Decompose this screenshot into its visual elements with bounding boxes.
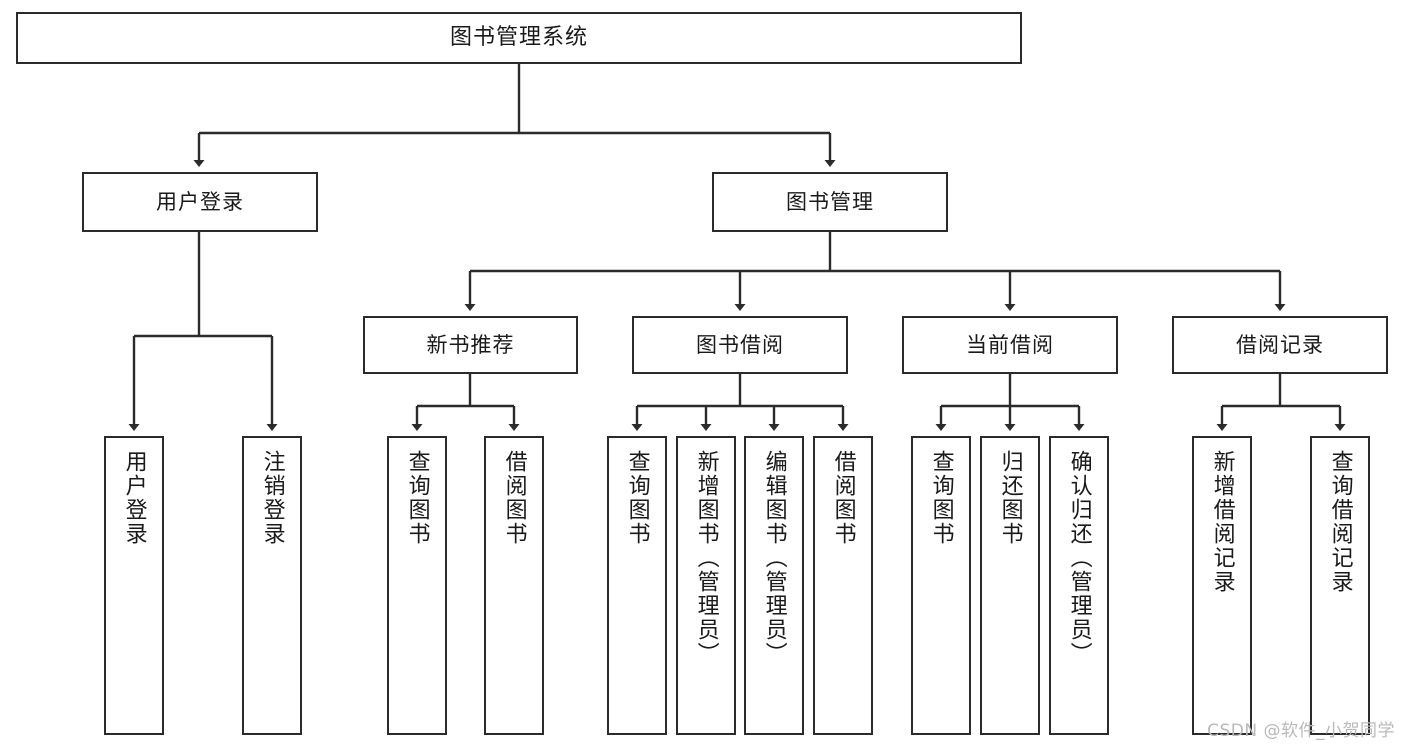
node-label: 注销登录 <box>259 450 285 546</box>
node-label: 确认归还（管理员） <box>1066 450 1092 666</box>
leaf-borrow-records-add[interactable]: 新增借阅记录 <box>1192 436 1252 735</box>
node-label: 图书借阅 <box>696 332 784 357</box>
node-label: 借阅图书 <box>501 450 527 546</box>
node-new-book-recommend[interactable]: 新书推荐 <box>363 316 578 374</box>
node-label: 图书管理 <box>786 189 874 214</box>
node-label: 查询图书 <box>404 450 430 546</box>
leaf-current-borrow-return[interactable]: 归还图书 <box>980 436 1040 735</box>
node-user-login[interactable]: 用户登录 <box>82 172 318 232</box>
node-root-system[interactable]: 图书管理系统 <box>16 12 1022 64</box>
node-label: 编辑图书（管理员） <box>761 450 787 666</box>
node-label: 新书推荐 <box>426 332 515 357</box>
leaf-current-borrow-query[interactable]: 查询图书 <box>911 436 971 735</box>
leaf-book-borrow-query[interactable]: 查询图书 <box>607 436 667 735</box>
node-label: 用户登录 <box>156 189 244 214</box>
leaf-current-borrow-confirm-return[interactable]: 确认归还（管理员） <box>1049 436 1109 735</box>
node-label: 新增借阅记录 <box>1209 450 1235 594</box>
node-borrow-records[interactable]: 借阅记录 <box>1172 316 1388 374</box>
leaf-new-books-query[interactable]: 查询图书 <box>387 436 447 735</box>
node-label: 查询借阅记录 <box>1327 450 1353 594</box>
node-book-borrow[interactable]: 图书借阅 <box>632 316 848 374</box>
node-label: 用户登录 <box>121 450 147 546</box>
node-label: 查询图书 <box>624 450 650 546</box>
leaf-user-login-signin[interactable]: 用户登录 <box>104 436 164 735</box>
node-label: 查询图书 <box>928 450 954 546</box>
leaf-book-borrow-edit[interactable]: 编辑图书（管理员） <box>744 436 804 735</box>
node-label: 借阅图书 <box>830 450 856 546</box>
leaf-book-borrow-add[interactable]: 新增图书（管理员） <box>676 436 736 735</box>
node-book-management[interactable]: 图书管理 <box>712 172 948 232</box>
node-label: 图书管理系统 <box>449 25 588 51</box>
leaf-new-books-borrow[interactable]: 借阅图书 <box>484 436 544 735</box>
node-current-borrow[interactable]: 当前借阅 <box>902 316 1118 374</box>
leaf-book-borrow-borrow[interactable]: 借阅图书 <box>813 436 873 735</box>
leaf-user-login-signout[interactable]: 注销登录 <box>242 436 302 735</box>
node-label: 新增图书（管理员） <box>693 450 719 666</box>
leaf-borrow-records-query[interactable]: 查询借阅记录 <box>1310 436 1370 735</box>
node-label: 当前借阅 <box>966 332 1054 357</box>
node-label: 归还图书 <box>997 450 1023 546</box>
node-label: 借阅记录 <box>1236 332 1324 357</box>
